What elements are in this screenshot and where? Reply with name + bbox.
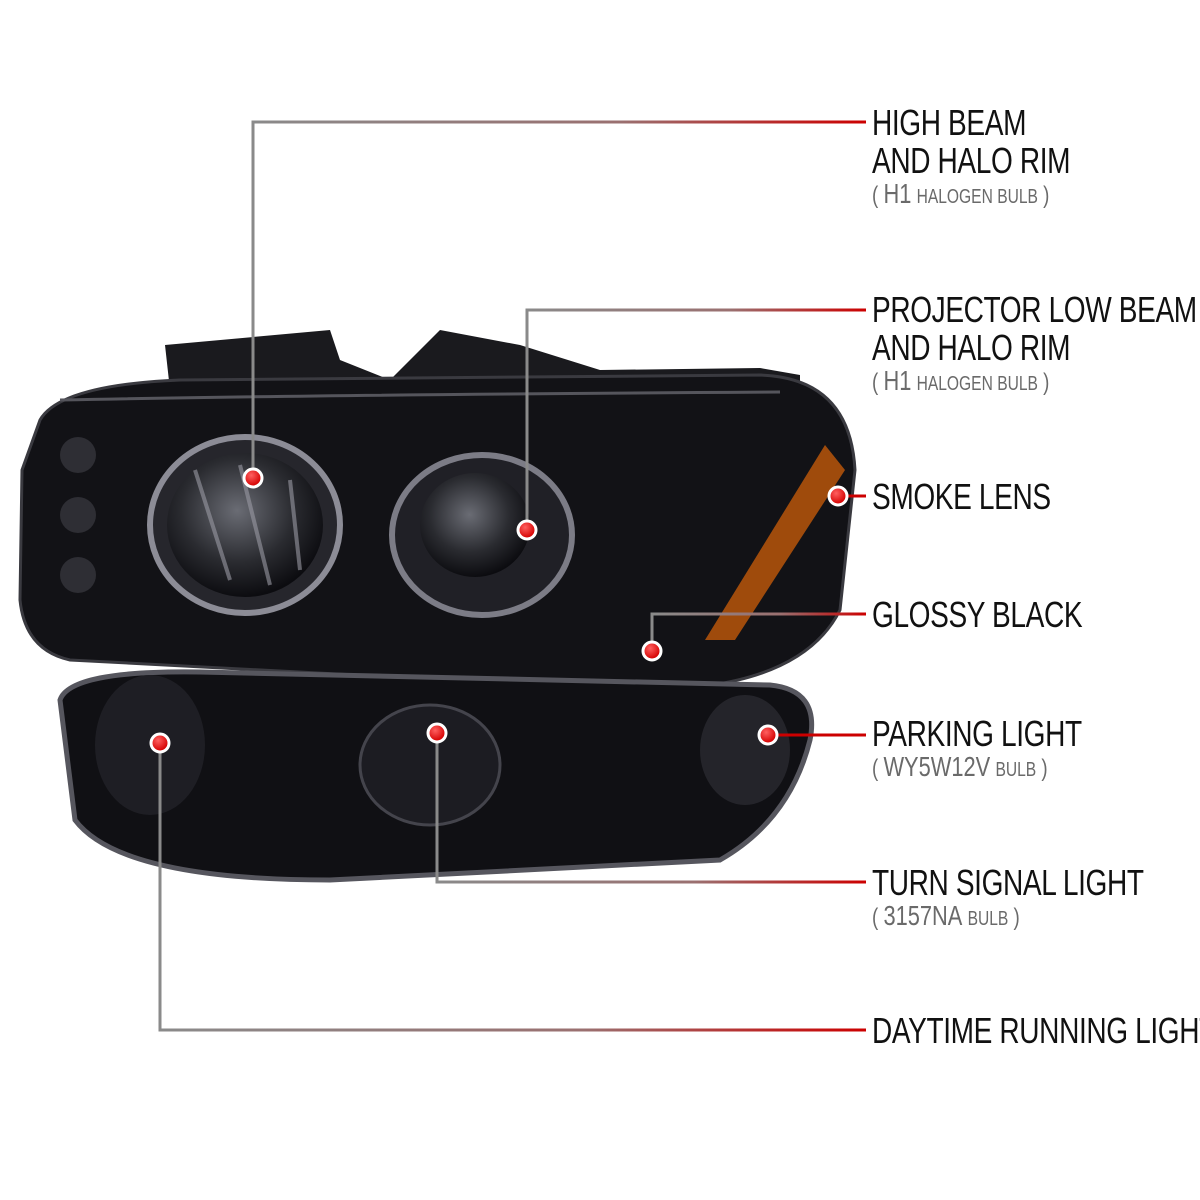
- label-projector-low-beam: PROJECTOR LOW BEAM AND HALO RIM ( H1 HAL…: [872, 289, 1197, 397]
- leader-lines: [158, 120, 866, 1032]
- bulb-spec: ( WY5W12V BULB ): [872, 751, 1048, 783]
- callout-dot: [242, 467, 264, 489]
- label-daytime-running-light: DAYTIME RUNNING LIGHT: [872, 1010, 1200, 1051]
- callout-dot: [641, 640, 663, 662]
- callout-dot: [757, 724, 779, 746]
- headlight-housing: [18, 330, 857, 692]
- label-smoke-lens: SMOKE LENS: [872, 476, 1051, 517]
- label-turn-signal: TURN SIGNAL LIGHT ( 3157NA BULB ): [872, 862, 1144, 932]
- bulb-spec: ( H1 HALOGEN BULB ): [872, 365, 1050, 397]
- callout-dot: [426, 722, 448, 744]
- label-high-beam: HIGH BEAM AND HALO RIM ( H1 HALOGEN BULB…: [872, 102, 1071, 210]
- bulb-spec: ( H1 HALOGEN BULB ): [872, 178, 1050, 210]
- label-parking-light: PARKING LIGHT ( WY5W12V BULB ): [872, 713, 1082, 783]
- callout-dot: [149, 732, 171, 754]
- label-glossy-black: GLOSSY BLACK: [872, 594, 1083, 635]
- callout-dot: [827, 485, 849, 507]
- callout-dot: [516, 519, 538, 541]
- bulb-spec: ( 3157NA BULB ): [872, 900, 1020, 932]
- callout-dots: [149, 467, 849, 754]
